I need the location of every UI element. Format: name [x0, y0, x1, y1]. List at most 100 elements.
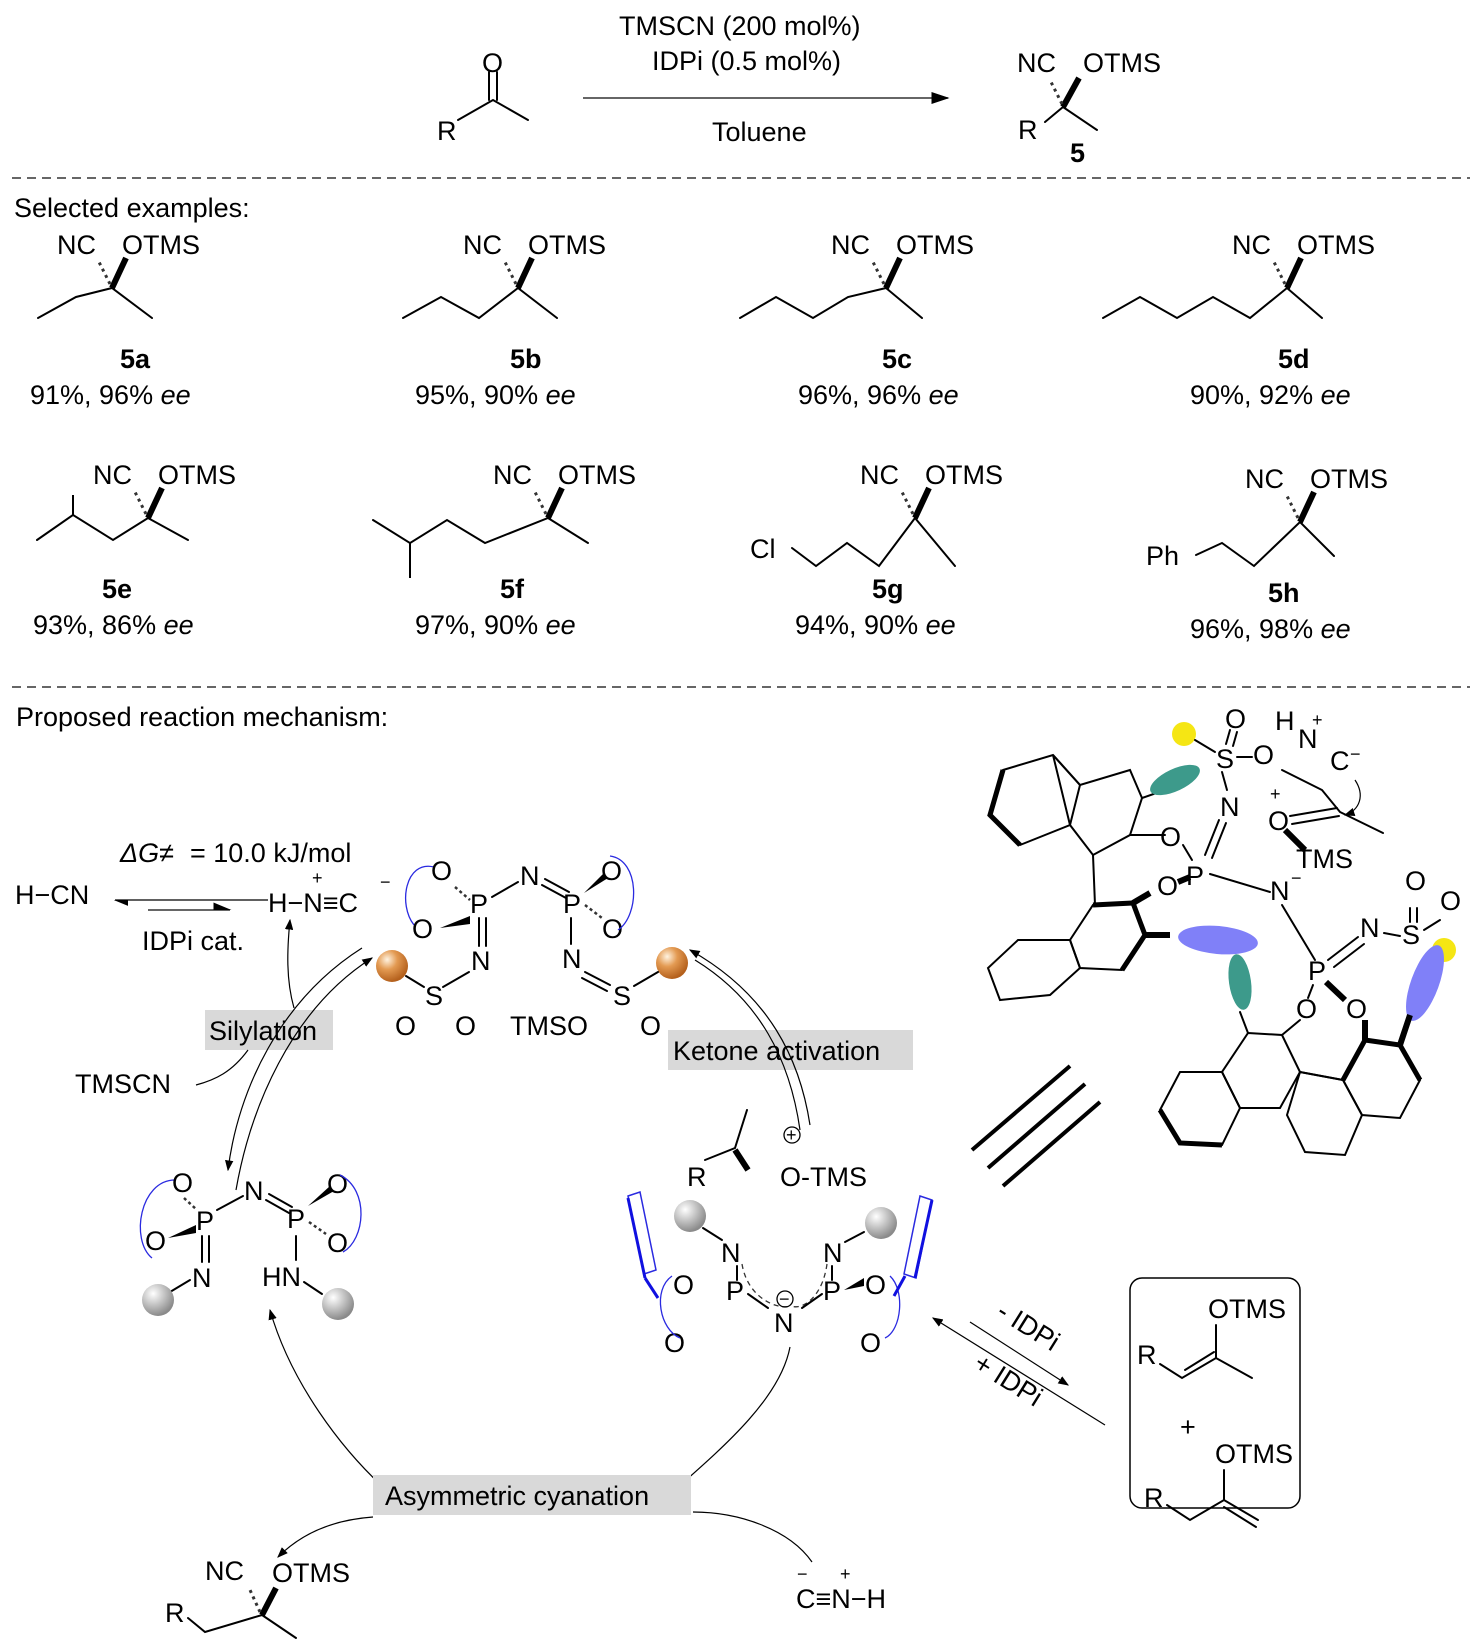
positive-charge: + [1270, 784, 1281, 804]
hash-bond [96, 259, 112, 285]
otms-label: OTMS [528, 230, 606, 260]
yield-ee: 94%, 90% ee [795, 610, 956, 640]
atom-o: O [1157, 871, 1178, 901]
product-nc: NC [1017, 48, 1056, 78]
ion-pair-complex: + R O-TMS N N O P P O − N O O [626, 1109, 934, 1358]
asymmetric-cyanation-label-bg [373, 1475, 691, 1515]
hash-bond [870, 259, 886, 285]
hcn-label: H−CN [15, 880, 89, 910]
enol-otms: OTMS [1208, 1294, 1286, 1324]
ee-unit: ee [546, 610, 576, 640]
carbon-chain [372, 516, 589, 578]
atom-n: N [471, 946, 491, 976]
reagent-tmscn: TMSCN (200 mol%) [619, 11, 861, 41]
ee-unit: ee [929, 380, 959, 410]
wedge-bond [912, 486, 932, 520]
atom-o: O [1440, 886, 1461, 916]
compound-id: 5a [120, 344, 151, 374]
silylation-arrow-hnc [284, 918, 295, 1009]
grey-bead [865, 1207, 897, 1239]
hnc-release-arrow [692, 1511, 813, 1563]
atom-o: O [1405, 866, 1426, 896]
hnc-release-label: C≡N−H [796, 1584, 886, 1614]
wedge-bond [883, 256, 903, 290]
atom-o: O [1253, 740, 1274, 770]
atom-n: N [244, 1176, 264, 1206]
enolization-arrow-forward [969, 1321, 1070, 1386]
product-number: 5 [1070, 138, 1085, 168]
atom-n: N [192, 1263, 212, 1293]
hcn-hnc-equilibrium: ΔG≠ = 10.0 kJ/mol H−CN H−N≡C + − IDPi ca… [15, 838, 391, 956]
atom-p: P [287, 1204, 305, 1234]
example-5f: NC OTMS 5f 97%, 90% ee [372, 460, 636, 640]
atom-c: C [1330, 746, 1350, 776]
atom-s: S [1216, 744, 1234, 774]
product-release-arrow [277, 1516, 374, 1558]
positive-charge: + [786, 1125, 797, 1145]
atom-o: O [1225, 704, 1246, 734]
otms-label: OTMS [558, 460, 636, 490]
wedge-bond [1297, 490, 1317, 524]
delta-g-symbol: ΔG≠ [119, 838, 174, 868]
atom-n: N [1360, 913, 1380, 943]
final-product: NC OTMS R [165, 1556, 350, 1639]
compound-id: 5e [102, 574, 132, 604]
carbon-chain [37, 286, 153, 319]
nc-label: NC [1232, 230, 1271, 260]
carbon-chain [402, 286, 558, 320]
atom-o: O [1346, 994, 1367, 1024]
atom-o: O [431, 856, 452, 886]
atom-n: N [1270, 876, 1290, 906]
yield-value: 91%, 96% [30, 380, 161, 410]
silylation-label: Silylation [209, 1016, 317, 1046]
nc-label: NC [493, 460, 532, 490]
wedge-bond [145, 486, 165, 520]
nc-label: NC [1245, 464, 1284, 494]
otms-label: OTMS [925, 460, 1003, 490]
yield-ee: 91%, 96% ee [30, 380, 191, 410]
idpi-cat-label: IDPi cat. [142, 926, 244, 956]
hash-bond [899, 489, 915, 515]
wedge-bond [109, 256, 129, 290]
compound-id: 5f [500, 574, 525, 604]
substrate-ketone: O R [437, 48, 529, 146]
reagent-idpi: IDPi (0.5 mol%) [652, 46, 841, 76]
negative-charge: − [1350, 744, 1361, 764]
ee-unit: ee [1321, 380, 1351, 410]
hash-bond [1284, 493, 1300, 519]
yield-value: 97%, 90% [415, 610, 546, 640]
carbon-chain [1195, 520, 1335, 568]
substituent-label: Ph [1146, 541, 1179, 571]
carbon-chain [739, 286, 923, 320]
examples-heading: Selected examples: [14, 193, 250, 223]
enol-otms-2: OTMS [1215, 1439, 1293, 1469]
enol-plus: + [1180, 1412, 1196, 1442]
atom-o: O [455, 1011, 476, 1041]
silylated-idpi-catalyst: O O P N P O O N N S S O O TMSO O [376, 855, 688, 1041]
atom-p: P [563, 889, 581, 919]
yield-ee: 96%, 98% ee [1190, 614, 1351, 644]
ee-unit: ee [161, 380, 191, 410]
ketone-arrow-up [688, 949, 811, 1126]
atom-o: O [327, 1169, 348, 1199]
compound-id: 5g [872, 574, 904, 604]
wedge-bond [515, 256, 535, 290]
product-otms: OTMS [1083, 48, 1161, 78]
ketone-activation-label-bg [668, 1030, 913, 1070]
ketone-arrow-down [694, 959, 801, 1131]
otms-label: OTMS [122, 230, 200, 260]
ee-unit: ee [1321, 614, 1351, 644]
yield-value: 90%, 92% [1190, 380, 1321, 410]
atom-n: N [774, 1308, 794, 1338]
silylation-arrow-down [225, 947, 363, 1172]
grey-bead [142, 1284, 174, 1316]
grey-bead [322, 1288, 354, 1320]
atom-p: P [1186, 861, 1204, 891]
negative-charge: − [779, 1289, 790, 1309]
product-r: R [1018, 115, 1038, 145]
yield-ee: 93%, 86% ee [33, 610, 194, 640]
